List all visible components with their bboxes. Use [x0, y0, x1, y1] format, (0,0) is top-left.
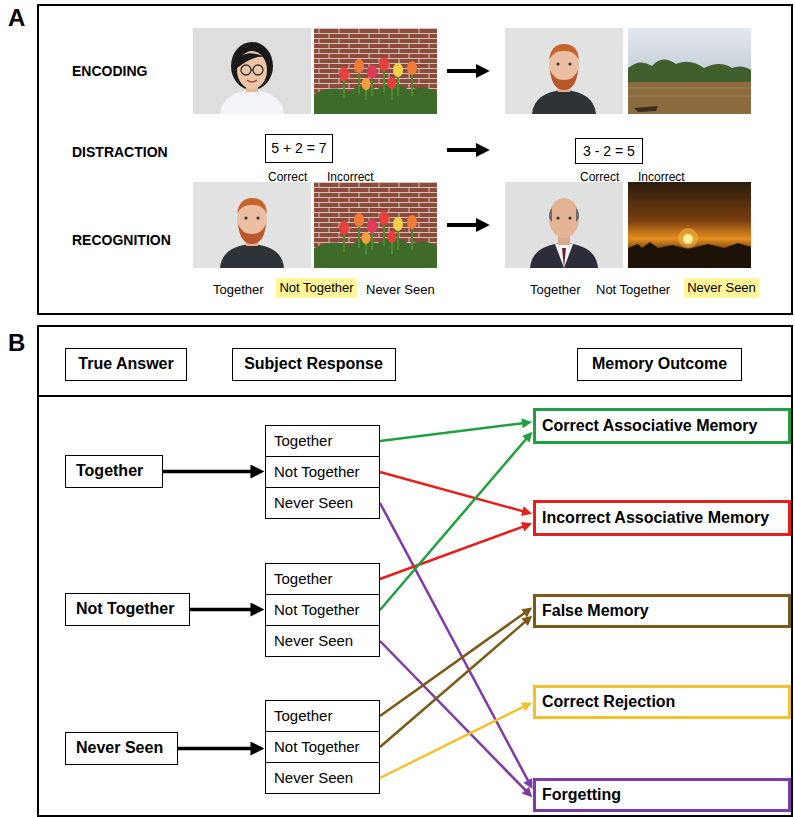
sequence-arrow	[447, 71, 480, 225]
selected-answer: Never Seen	[684, 278, 759, 298]
response-box-text: Together	[274, 432, 332, 449]
response-box-text: Never Seen	[274, 494, 353, 511]
outcome-box-text: Incorrect Associative Memory	[542, 509, 769, 527]
true-answer-box: Together	[65, 455, 163, 488]
photo-stimulus	[505, 28, 623, 114]
response-box: Together	[265, 563, 380, 595]
connector-arrow	[380, 525, 527, 579]
outcome-box-text: False Memory	[542, 602, 649, 620]
response-box: Together	[265, 700, 380, 732]
equation-box-text: 5 + 2 = 7	[271, 140, 326, 156]
true-answer-box: Never Seen	[65, 732, 178, 765]
photo-stimulus	[628, 28, 751, 114]
response-box: Not Together	[265, 731, 380, 763]
answer-option: Correct	[268, 167, 307, 185]
sequence-arrow	[447, 148, 480, 152]
row-label: RECOGNITION	[72, 231, 171, 249]
outcome-box: Incorrect Associative Memory	[533, 500, 791, 536]
photo-stimulus	[628, 182, 751, 268]
answer-option-text: Together	[530, 283, 581, 298]
connector-arrow	[380, 423, 527, 441]
true-answer-box-text: Together	[76, 462, 143, 480]
answer-option-text: Together	[213, 283, 264, 298]
answer-option: Incorrect	[638, 167, 685, 185]
connector-arrow	[380, 705, 528, 778]
response-box-text: Not Together	[274, 738, 360, 755]
panel-frame-text: B	[8, 329, 25, 357]
column-header: Memory Outcome	[577, 348, 742, 381]
response-box: Not Together	[265, 594, 380, 626]
answer-option-text: Correct	[268, 171, 307, 185]
answer-option: Together	[213, 280, 264, 298]
connector-arrow	[380, 436, 529, 610]
outcome-box-text: Correct Rejection	[542, 693, 675, 711]
equation-box: 3 - 2 = 5	[575, 138, 643, 164]
response-box-text: Never Seen	[274, 769, 353, 786]
sequence-arrow	[447, 223, 480, 227]
column-header: True Answer	[65, 348, 187, 381]
response-box-text: Not Together	[274, 601, 360, 618]
row-label: DISTRACTION	[72, 143, 168, 161]
row-label-text: RECOGNITION	[72, 232, 171, 248]
response-box-text: Never Seen	[274, 632, 353, 649]
column-header: Subject Response	[232, 348, 396, 381]
outcome-box: False Memory	[533, 594, 791, 628]
response-box-text: Together	[274, 570, 332, 587]
answer-option: Never Seen	[366, 280, 435, 298]
panel-frame-text: A	[8, 4, 25, 32]
outcome-box: Forgetting	[533, 778, 791, 812]
response-box: Never Seen	[265, 762, 380, 794]
selected-answer: Not Together	[276, 278, 357, 298]
true-answer-box-text: Not Together	[76, 600, 174, 618]
answer-option-text: Incorrect	[327, 171, 374, 185]
outcome-box: Correct Rejection	[533, 685, 791, 719]
photo-stimulus	[314, 182, 437, 268]
response-box: Not Together	[265, 456, 380, 488]
header-rule	[38, 395, 792, 397]
response-box: Never Seen	[265, 487, 380, 519]
answer-option: Incorrect	[327, 167, 374, 185]
connector-arrow	[163, 470, 257, 474]
photo-stimulus	[314, 28, 437, 114]
outcome-box-text: Forgetting	[542, 786, 621, 804]
answer-option: Together	[530, 280, 581, 298]
column-header-text: Subject Response	[244, 355, 383, 373]
column-header-text: True Answer	[78, 355, 173, 373]
equation-box-text: 3 - 2 = 5	[583, 143, 635, 159]
response-box: Together	[265, 425, 380, 457]
sequence-arrow	[447, 69, 480, 73]
answer-option: Not Together	[596, 280, 670, 298]
header-rule	[38, 396, 792, 397]
photo-stimulus	[193, 28, 311, 114]
column-header-text: Memory Outcome	[592, 355, 727, 373]
true-answer-box: Not Together	[65, 593, 190, 626]
connector-arrow	[380, 472, 527, 512]
answer-option-text: Not Together	[596, 283, 670, 298]
photo-stimulus	[193, 28, 751, 268]
photo-stimulus	[505, 182, 623, 268]
connector-arrow	[178, 747, 257, 751]
panel-frame: BTrue AnswerSubject ResponseMemory Outco…	[37, 325, 793, 817]
true-answer-box-text: Never Seen	[76, 739, 163, 757]
row-label-text: DISTRACTION	[72, 144, 168, 160]
row-label: ENCODING	[72, 62, 147, 80]
connector-arrow	[380, 619, 528, 747]
response-box-text: Not Together	[274, 463, 360, 480]
outcome-box: Correct Associative Memory	[533, 408, 791, 444]
answer-option-text: Correct	[580, 171, 619, 185]
answer-option: Correct	[580, 167, 619, 185]
connector-arrow	[380, 610, 528, 716]
photo-stimulus	[193, 182, 311, 268]
connector-arrow	[380, 503, 530, 785]
equation-box: 5 + 2 = 7	[265, 134, 333, 163]
answer-option-text: Never Seen	[366, 283, 435, 298]
row-label-text: ENCODING	[72, 63, 147, 79]
outcome-box-text: Correct Associative Memory	[542, 417, 758, 435]
answer-option-text: Incorrect	[638, 171, 685, 185]
response-box: Never Seen	[265, 625, 380, 657]
response-box-text: Together	[274, 707, 332, 724]
connector-arrow	[190, 608, 257, 612]
selected-answer-text: Not Together	[279, 281, 353, 296]
selected-answer-text: Never Seen	[687, 281, 756, 296]
